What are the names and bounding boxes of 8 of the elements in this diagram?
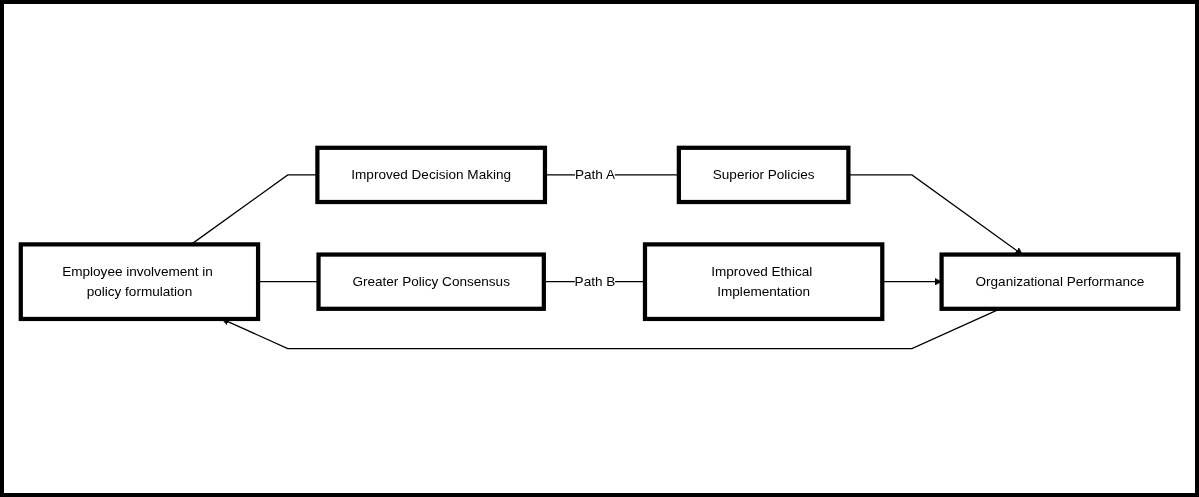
node-box: Improved Decision Making xyxy=(315,145,548,205)
edge-label: Path B xyxy=(574,274,616,289)
node-box: Employee involvement in policy formulation xyxy=(18,242,261,322)
node-box: Organizational Performance xyxy=(939,252,1181,312)
edge-label: Path A xyxy=(574,167,615,182)
node-box: Greater Policy Consensus xyxy=(316,252,546,312)
node-box: Improved Ethical Implementation xyxy=(642,242,885,322)
node-box: Superior Policies xyxy=(676,145,851,205)
